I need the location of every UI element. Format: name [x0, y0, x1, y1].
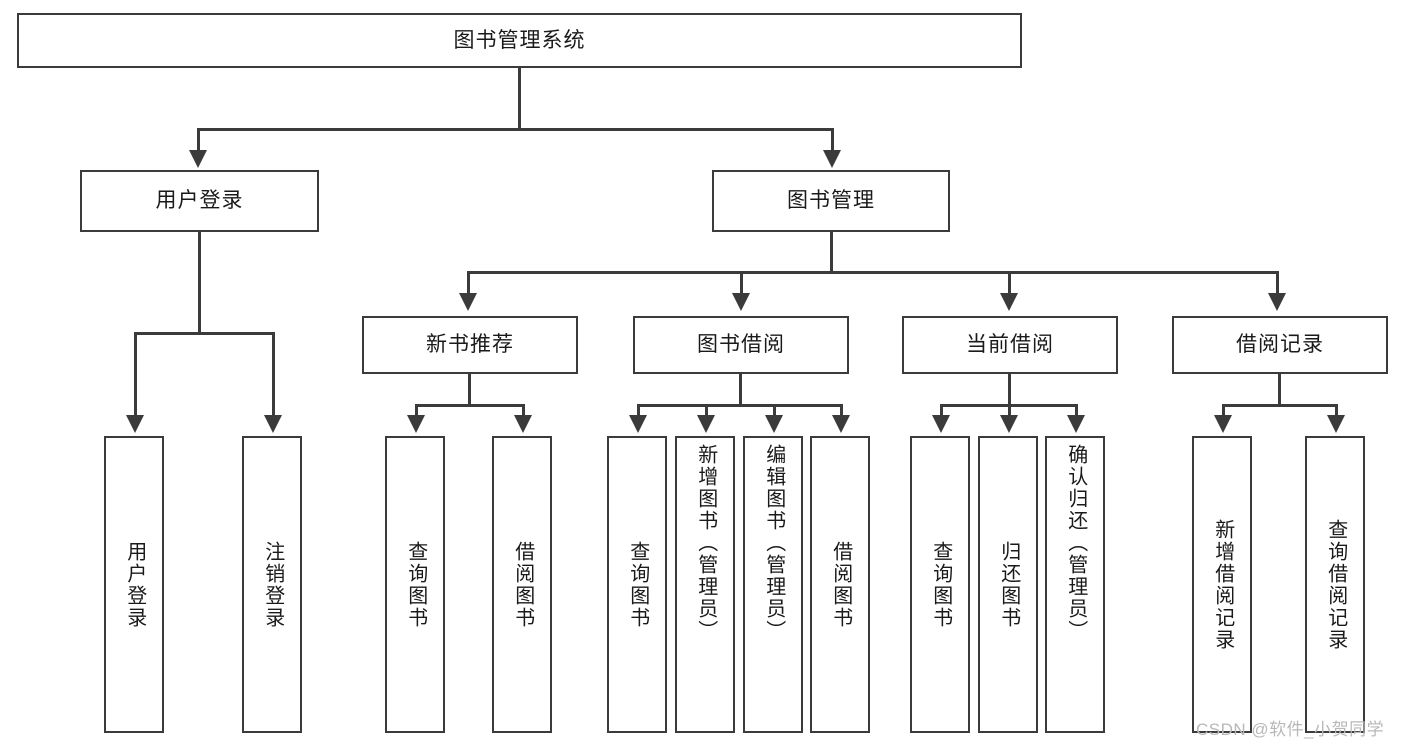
leaf-return-book[interactable]: 归还图书: [978, 436, 1038, 733]
connector-root-to-user-login: [197, 128, 200, 153]
connector-book-management-stem: [830, 232, 833, 274]
connector-root-stem: [518, 68, 521, 130]
leaf-query-book-3-label: 查询图书: [929, 540, 952, 629]
leaf-query-record[interactable]: 查询借阅记录: [1305, 436, 1365, 733]
leaf-confirm-return[interactable]: 确认归还（管理员）: [1045, 436, 1105, 733]
connector-cb-drop-2: [1008, 404, 1011, 418]
connector-nbr-drop-2: [522, 404, 525, 418]
connector-bb-drop-4: [840, 404, 843, 418]
node-root[interactable]: 图书管理系统: [17, 13, 1022, 68]
connector-nbr-drop-1: [415, 404, 418, 418]
arrow-bm-to-new-book-recommend: [459, 293, 477, 311]
arrow-nbr-leaf-1: [407, 415, 425, 433]
leaf-borrow-book-2[interactable]: 借阅图书: [810, 436, 870, 733]
connector-bb-drop-3: [773, 404, 776, 418]
connector-user-login-stem: [198, 232, 201, 335]
arrow-bm-to-book-borrow: [732, 293, 750, 311]
arrow-cb-leaf-1: [932, 415, 950, 433]
arrow-user-login-leaf-1: [126, 415, 144, 433]
arrow-bb-leaf-4: [832, 415, 850, 433]
arrow-bm-to-borrow-record: [1268, 293, 1286, 311]
leaf-query-book-3[interactable]: 查询图书: [910, 436, 970, 733]
node-book-borrow-label: 图书借阅: [697, 333, 785, 357]
leaf-logout[interactable]: 注销登录: [242, 436, 302, 733]
node-book-borrow[interactable]: 图书借阅: [633, 316, 849, 374]
node-current-borrow-label: 当前借阅: [966, 333, 1054, 357]
connector-br-drop-1: [1222, 404, 1225, 418]
leaf-borrow-book-1-label: 借阅图书: [511, 540, 534, 629]
leaf-query-book-2-label: 查询图书: [626, 540, 649, 629]
arrow-nbr-leaf-2: [514, 415, 532, 433]
leaf-add-record-label: 新增借阅记录: [1211, 518, 1234, 651]
leaf-edit-book[interactable]: 编辑图书（管理员）: [743, 436, 803, 733]
connector-nbr-stem: [468, 374, 471, 407]
leaf-add-book[interactable]: 新增图书（管理员）: [675, 436, 735, 733]
leaf-logout-label: 注销登录: [261, 540, 284, 629]
leaf-user-login-label: 用户登录: [123, 540, 146, 629]
node-book-management-label: 图书管理: [787, 189, 875, 213]
arrow-root-to-user-login: [189, 150, 207, 168]
connector-user-login-drop-1: [134, 332, 137, 418]
node-new-book-recommend-label: 新书推荐: [426, 333, 514, 357]
arrow-cb-leaf-2: [1000, 415, 1018, 433]
leaf-user-login[interactable]: 用户登录: [104, 436, 164, 733]
connector-bb-stem: [739, 374, 742, 407]
arrow-bm-to-current-borrow: [1000, 293, 1018, 311]
connector-cb-stem: [1008, 374, 1011, 407]
arrow-bb-leaf-1: [629, 415, 647, 433]
connector-cb-drop-1: [940, 404, 943, 418]
leaf-confirm-return-label: 确认归还（管理员）: [1064, 444, 1087, 642]
connector-book-management-bar: [467, 271, 1278, 274]
leaf-borrow-book-2-label: 借阅图书: [829, 540, 852, 629]
leaf-add-record[interactable]: 新增借阅记录: [1192, 436, 1252, 733]
connector-bb-drop-1: [637, 404, 640, 418]
connector-bb-drop-2: [705, 404, 708, 418]
leaf-query-record-label: 查询借阅记录: [1324, 518, 1347, 651]
leaf-add-book-label: 新增图书（管理员）: [694, 444, 717, 642]
arrow-bb-leaf-2: [697, 415, 715, 433]
connector-nbr-bar: [415, 404, 525, 407]
connector-bb-bar: [637, 404, 843, 407]
arrow-cb-leaf-3: [1067, 415, 1085, 433]
connector-bm-drop-2: [740, 271, 743, 296]
arrow-br-leaf-2: [1327, 415, 1345, 433]
connector-root-bar: [197, 128, 834, 131]
leaf-query-book-1-label: 查询图书: [404, 540, 427, 629]
connector-br-bar: [1222, 404, 1338, 407]
connector-user-login-bar: [134, 332, 275, 335]
connector-bm-drop-1: [467, 271, 470, 296]
csdn-watermark: CSDN @软件_小贺同学: [1196, 720, 1385, 739]
arrow-bb-leaf-3: [765, 415, 783, 433]
arrow-user-login-leaf-2: [264, 415, 282, 433]
node-user-login-label: 用户登录: [155, 189, 244, 213]
arrow-br-leaf-1: [1214, 415, 1232, 433]
leaf-edit-book-label: 编辑图书（管理员）: [762, 444, 785, 642]
connector-bm-drop-4: [1276, 271, 1279, 296]
leaf-query-book-2[interactable]: 查询图书: [607, 436, 667, 733]
node-borrow-record-label: 借阅记录: [1236, 333, 1324, 357]
leaf-query-book-1[interactable]: 查询图书: [385, 436, 445, 733]
leaf-return-book-label: 归还图书: [997, 540, 1020, 629]
node-book-management[interactable]: 图书管理: [712, 170, 950, 232]
connector-cb-drop-3: [1075, 404, 1078, 418]
node-borrow-record[interactable]: 借阅记录: [1172, 316, 1388, 374]
node-user-login[interactable]: 用户登录: [80, 170, 319, 232]
node-current-borrow[interactable]: 当前借阅: [902, 316, 1118, 374]
connector-bm-drop-3: [1008, 271, 1011, 296]
arrow-root-to-book-management: [823, 150, 841, 168]
node-new-book-recommend[interactable]: 新书推荐: [362, 316, 578, 374]
node-root-label: 图书管理系统: [453, 28, 586, 52]
connector-root-to-book-management: [831, 128, 834, 153]
leaf-borrow-book-1[interactable]: 借阅图书: [492, 436, 552, 733]
connector-br-drop-2: [1335, 404, 1338, 418]
connector-br-stem: [1278, 374, 1281, 407]
connector-user-login-drop-2: [272, 332, 275, 418]
